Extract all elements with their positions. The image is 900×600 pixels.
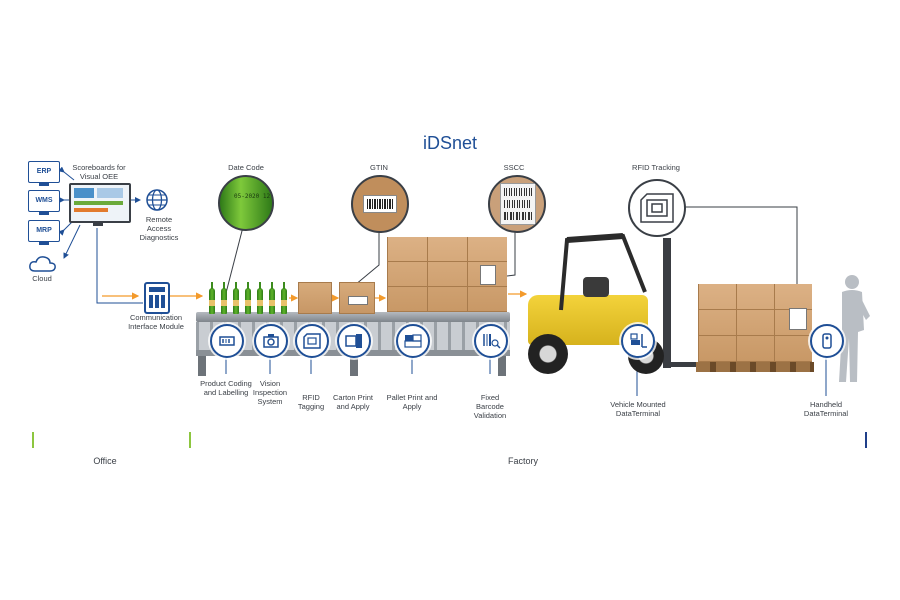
conveyor-belt: [196, 312, 510, 322]
diagram-title: iDSnet: [422, 133, 478, 153]
handheld-terminal-label: Handheld DataTerminal: [803, 400, 849, 418]
vehicle-terminal-label: Vehicle Mounted DataTerminal: [610, 400, 666, 418]
station-badge-product-coding: [210, 324, 244, 358]
wooden-pallet: [696, 362, 814, 372]
station-label-vision: Vision Inspection System: [252, 379, 288, 406]
handheld-terminal-icon: [822, 333, 832, 349]
bottle: [257, 282, 263, 314]
station-badge-handheld: [810, 324, 844, 358]
carton-box-labelled: [339, 282, 375, 314]
erp-label: ERP: [36, 168, 52, 175]
station-badge-barcode: [474, 324, 508, 358]
forklift-cage: [559, 233, 647, 311]
sscc-barcode-3: [504, 212, 532, 220]
carton-label: [348, 296, 368, 305]
mrp-system-icon: MRP: [28, 220, 60, 242]
scoreboard-chart-2: [97, 188, 123, 198]
remote-label: Remote Access Diagnostics: [139, 215, 179, 242]
date-code-print: 05-2020 12: [234, 193, 271, 200]
scoreboard-monitor: [69, 183, 131, 223]
sscc-label: SSCC: [503, 163, 525, 172]
station-label-barcode: Fixed Barcode Validation: [473, 393, 507, 420]
gtin-barcode-bars: [367, 199, 393, 209]
station-badge-pallet: [396, 324, 430, 358]
sscc-zoom: [488, 175, 546, 233]
scoreboard-bar-2: [74, 208, 108, 212]
phase-office-label: Office: [93, 456, 117, 466]
forklift-front-wheel: [528, 334, 568, 374]
station-badge-carton: [337, 324, 371, 358]
barcode-search-icon: [483, 334, 501, 349]
gtin-zoom: [351, 175, 409, 233]
scoreboard-bar-1: [74, 201, 123, 205]
wms-system-icon: WMS: [28, 190, 60, 212]
sscc-label-sheet: [500, 183, 536, 225]
bottle: [281, 282, 287, 314]
conveyor-leg-3: [498, 356, 506, 376]
station-badge-vision: [254, 324, 288, 358]
bottle: [269, 282, 275, 314]
station-label-product-coding: Product Coding and Labelling: [200, 379, 252, 397]
person-figure: [839, 275, 870, 382]
carton-icon: [345, 334, 362, 348]
bottle: [209, 282, 215, 314]
bottle: [221, 282, 227, 314]
scoreboard-stand: [93, 221, 103, 226]
forklift-pallet-label: [789, 308, 807, 330]
rfid-tracking-zoom: [628, 179, 686, 237]
camera-icon: [263, 334, 279, 348]
station-label-pallet: Pallet Print and Apply: [386, 393, 438, 411]
carton-box: [298, 282, 332, 314]
bottle: [245, 282, 251, 314]
conveyor-leg-1: [198, 356, 206, 376]
wms-stand: [39, 212, 49, 215]
date-code-zoom: 05-2020 12: [218, 175, 274, 231]
scoreboards-label: Scoreboards for Visual OEE: [72, 163, 126, 181]
forklift-fork: [671, 362, 701, 367]
bottle: [233, 282, 239, 314]
station-label-rfid: RFID Tagging: [297, 393, 325, 411]
sscc-barcode-1: [504, 188, 532, 196]
carton-stack: [387, 237, 507, 312]
cloud-icon: [29, 256, 56, 272]
station-badge-rfid: [295, 324, 329, 358]
conveyor-leg-2: [350, 356, 358, 376]
date-code-label: Date Code: [228, 163, 264, 172]
comm-label: Communication Interface Module: [128, 313, 184, 331]
globe-icon: [146, 189, 168, 211]
erp-stand: [39, 183, 49, 186]
sscc-barcode-2: [504, 200, 532, 208]
wms-label: WMS: [35, 197, 53, 204]
keypad-keys: [149, 295, 165, 308]
forklift-pallet-load: [698, 284, 812, 362]
pallet-label: [480, 265, 496, 285]
rfid-tag-icon: [303, 333, 321, 349]
mrp-label: MRP: [36, 227, 52, 234]
forklift-terminal-icon: [630, 333, 647, 348]
gtin-label: GTIN: [370, 163, 388, 172]
station-badge-vehicle: [621, 324, 655, 358]
rfid-tracking-label: RFID Tracking: [632, 163, 680, 172]
rfid-tag-icon: [640, 193, 674, 223]
printer-icon: [219, 336, 235, 346]
keypad-screen: [149, 287, 165, 292]
cloud-label: Cloud: [32, 274, 52, 283]
gtin-barcode: [363, 195, 397, 213]
scoreboard-chart-1: [74, 188, 94, 198]
mrp-stand: [39, 242, 49, 245]
phase-factory-label: Factory: [507, 456, 538, 466]
keypad-icon: [144, 282, 170, 314]
station-label-carton: Carton Print and Apply: [332, 393, 374, 411]
forklift-mast: [663, 238, 671, 368]
pallet-icon: [404, 334, 422, 348]
erp-system-icon: ERP: [28, 161, 60, 183]
